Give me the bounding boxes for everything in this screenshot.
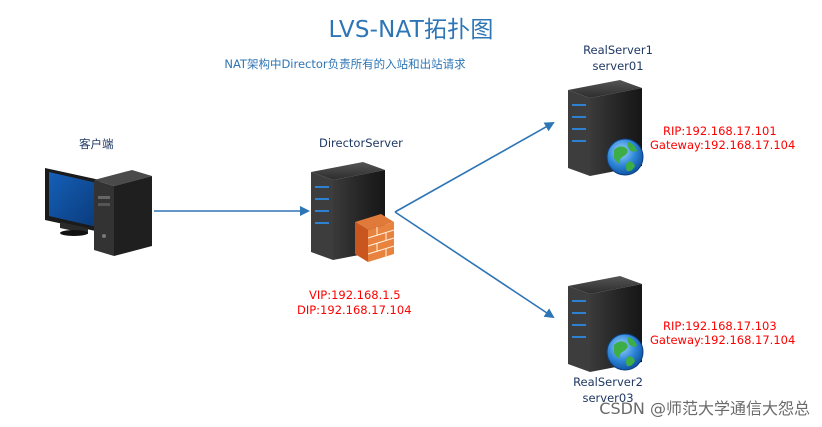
realserver2-name: RealServer2 (573, 375, 643, 389)
realserver2-host: server03 (582, 391, 634, 405)
director-vip: VIP:192.168.1.5 (309, 288, 401, 302)
client-label: 客户端 (79, 137, 114, 151)
diagram-subtitle: NAT架构中Director负责所有的入站和出站请求 (224, 57, 466, 71)
globe-icon (606, 333, 644, 371)
watermark: CSDN @师范大学通信大怨总 (599, 399, 810, 418)
realserver2-gateway: Gateway:192.168.17.104 (650, 333, 796, 347)
realserver1-name: RealServer1 (583, 43, 653, 57)
firewall-icon (355, 214, 395, 262)
diagram-title: LVS-NAT拓扑图 (328, 17, 494, 43)
realserver1-host: server01 (592, 59, 644, 73)
realserver1-gateway: Gateway:192.168.17.104 (650, 138, 796, 152)
realserver2-rip: RIP:192.168.17.103 (663, 319, 777, 333)
server-with-firewall-icon (311, 162, 395, 262)
globe-icon (606, 138, 644, 176)
director-to-realserver2-arrow (394, 211, 555, 319)
director-label: DirectorServer (319, 136, 403, 150)
server-with-globe-icon (568, 276, 644, 372)
desktop-computer-icon (45, 168, 152, 256)
director-to-realserver1-arrow (394, 122, 555, 213)
director-dip: DIP:192.168.17.104 (297, 303, 412, 317)
server-with-globe-icon (568, 80, 644, 176)
realserver1-rip: RIP:192.168.17.101 (663, 124, 777, 138)
